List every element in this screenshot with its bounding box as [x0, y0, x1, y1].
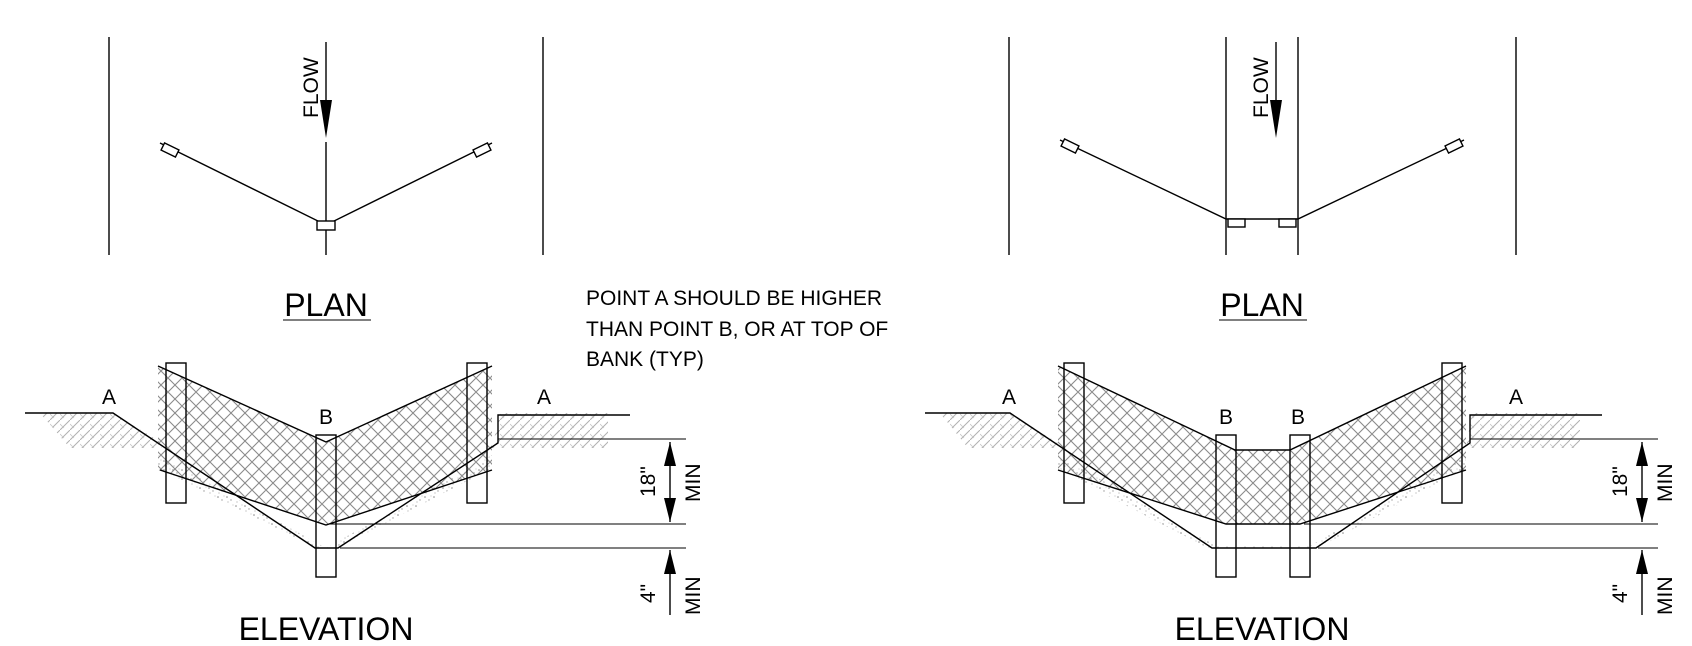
fabric-bottom-line: [159, 469, 493, 526]
plan-post-left: [160, 141, 180, 159]
dim-lower-min: MIN: [682, 577, 705, 616]
soil-hatch-left: [940, 413, 1058, 448]
elevation-post-left: [165, 362, 187, 504]
elevation-title: ELEVATION: [1175, 611, 1350, 646]
plan-post-right: [1444, 137, 1464, 155]
dim-upper-value: 18": [1609, 466, 1632, 497]
mesh-fabric: [158, 366, 492, 525]
dim-lower-value: 4": [1609, 584, 1632, 603]
dim-lower-value: 4": [637, 584, 660, 603]
fabric-top-line: [157, 365, 493, 443]
dim-upper-min: MIN: [682, 464, 705, 503]
elevation-post-center-right: [1289, 434, 1311, 578]
plan-post-right: [472, 141, 492, 159]
right-dimension: 18" MIN 4" MIN: [1304, 438, 1677, 616]
plan-post-center-left: [1227, 218, 1246, 228]
dim-upper-min: MIN: [1654, 464, 1677, 503]
dim-upper-value: 18": [637, 466, 660, 497]
dim-arrow-up: [664, 442, 676, 466]
left-plan-view: FLOW: [108, 37, 544, 255]
plan-title: PLAN: [1220, 287, 1304, 323]
point-a-left: A: [102, 386, 116, 409]
elevation-post-right: [466, 362, 488, 504]
trapezoid-dam-plan-line: [1059, 139, 1465, 220]
note-line-1: POINT A SHOULD BE HIGHER: [586, 287, 882, 310]
point-a-right: A: [537, 386, 551, 409]
point-b-right: B: [1291, 406, 1305, 429]
fabric-top-line: [1057, 365, 1467, 451]
soil-hatch-left: [40, 413, 162, 448]
note-line-2: THAN POINT B, OR AT TOP OF: [586, 318, 888, 341]
plan-post-center-right: [1278, 218, 1297, 228]
elevation-post-center: [315, 434, 337, 578]
point-b-left: B: [1219, 406, 1233, 429]
elevation-title: ELEVATION: [239, 611, 414, 646]
elevation-post-right: [1441, 362, 1463, 504]
soil-hatch-right: [492, 413, 608, 448]
flow-arrow-head: [320, 100, 332, 138]
right-elevation-view: [925, 362, 1602, 578]
flow-label: FLOW: [1250, 57, 1273, 118]
plan-post-center: [316, 220, 336, 231]
dim-arrow-lower: [664, 550, 676, 574]
plan-title: PLAN: [284, 287, 368, 323]
flow-arrow-head: [1270, 100, 1282, 138]
dim-arrow-lower: [1636, 550, 1648, 574]
dim-arrow-down: [664, 498, 676, 522]
ground-line: [25, 412, 630, 549]
point-a-right: A: [1509, 386, 1523, 409]
point-a-left: A: [1002, 386, 1016, 409]
right-plan-view: FLOW: [1008, 37, 1517, 255]
left-dimension: 18" MIN 4" MIN: [330, 438, 705, 616]
fabric-bottom-line: [1057, 469, 1467, 525]
gravel-bedding: [158, 455, 492, 548]
mesh-fabric: [1058, 366, 1466, 524]
flow-label: FLOW: [300, 57, 323, 118]
elevation-post-left: [1063, 362, 1085, 504]
elevation-post-center-left: [1215, 434, 1237, 578]
soil-hatch-right: [1466, 413, 1580, 448]
dim-arrow-down: [1636, 498, 1648, 522]
point-b: B: [319, 406, 333, 429]
plan-post-left: [1060, 137, 1080, 155]
ground-line: [925, 412, 1602, 549]
dim-arrow-up: [1636, 442, 1648, 466]
note-line-3: BANK (TYP): [586, 348, 704, 371]
dim-lower-min: MIN: [1654, 577, 1677, 616]
